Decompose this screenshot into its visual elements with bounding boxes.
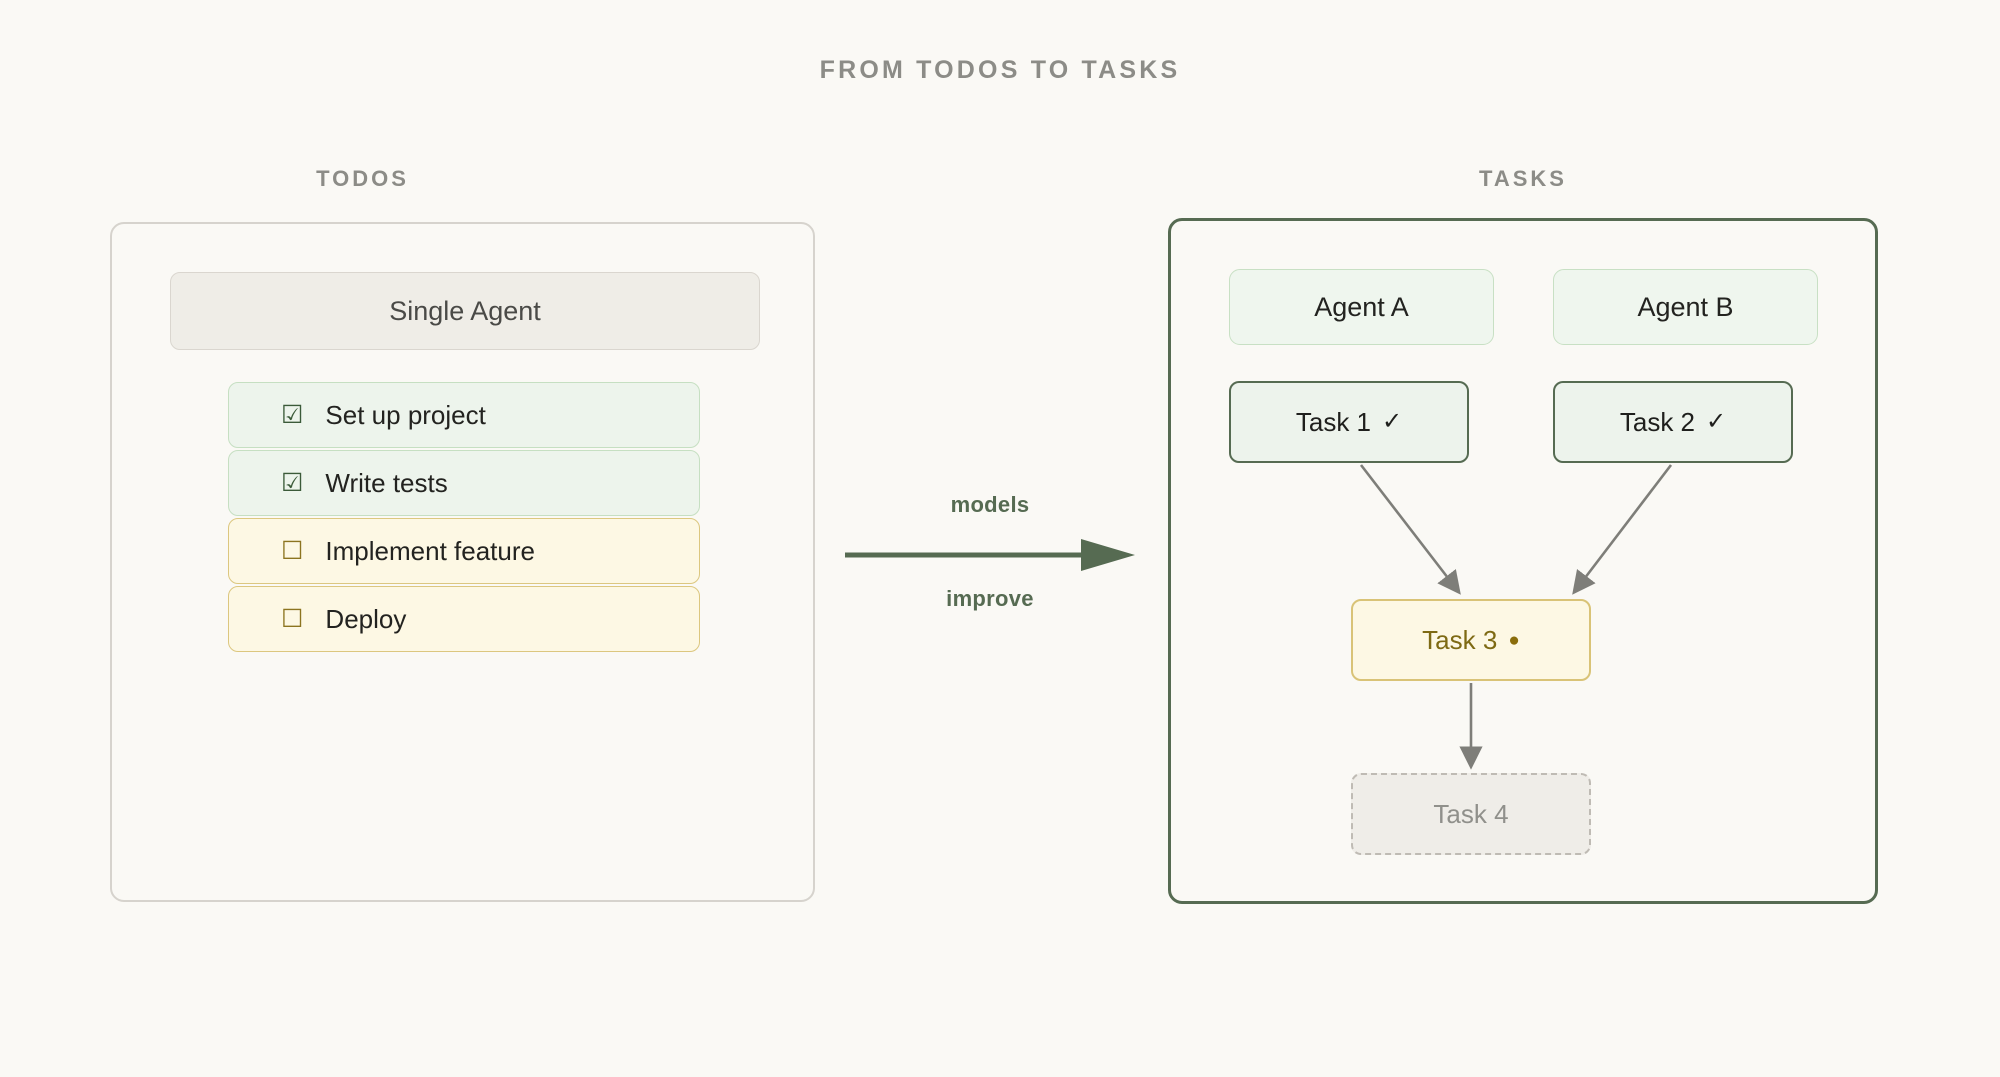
- task-label: Task 4: [1433, 798, 1509, 829]
- empty-box-icon[interactable]: ☐: [281, 536, 304, 565]
- todo-item-deploy[interactable]: ☐ Deploy: [228, 586, 700, 652]
- agent-label: Agent A: [1314, 291, 1409, 322]
- single-agent-box[interactable]: Single Agent: [170, 272, 760, 350]
- tasks-panel: Agent A Agent B Task 1 ✓ Task 2 ✓ Task 3…: [1168, 218, 1878, 904]
- task-node-3[interactable]: Task 3 ●: [1351, 599, 1591, 681]
- agent-label: Agent B: [1637, 291, 1734, 322]
- right-arrow-icon: [845, 539, 1135, 571]
- task-node-1[interactable]: Task 1 ✓: [1229, 381, 1469, 463]
- dot-icon: ●: [1508, 629, 1520, 651]
- check-icon: ✓: [1382, 408, 1403, 435]
- agent-box-b[interactable]: Agent B: [1553, 269, 1818, 345]
- checked-box-icon[interactable]: ☑: [281, 468, 304, 497]
- single-agent-label: Single Agent: [389, 295, 541, 326]
- task-label: Task 1: [1295, 406, 1372, 437]
- check-icon: ✓: [1706, 408, 1727, 435]
- todo-item-label: Deploy: [325, 603, 407, 634]
- todo-item-set-up-project[interactable]: ☑ Set up project: [228, 382, 700, 448]
- task-label: Task 3: [1422, 624, 1498, 655]
- page-title: FROM TODOS TO TASKS: [819, 56, 1181, 84]
- todo-item-label: Set up project: [325, 399, 486, 430]
- task-node-4[interactable]: Task 4: [1351, 773, 1591, 855]
- transition-label-models: models: [950, 492, 1030, 517]
- todos-column-header: TODOS: [316, 166, 409, 191]
- task-node-2[interactable]: Task 2 ✓: [1553, 381, 1793, 463]
- transition-label-improve: improve: [946, 586, 1034, 611]
- todo-item-label: Implement feature: [325, 535, 535, 566]
- empty-box-icon[interactable]: ☐: [281, 604, 304, 633]
- todo-item-implement-feature[interactable]: ☐ Implement feature: [228, 518, 700, 584]
- todo-item-label: Write tests: [325, 467, 448, 498]
- transition-group: models improve: [845, 492, 1135, 630]
- todos-panel: Single Agent ☑ Set up project ☑ Write te…: [110, 222, 815, 902]
- tasks-column-header: TASKS: [1479, 166, 1567, 191]
- checked-box-icon[interactable]: ☑: [281, 400, 304, 429]
- todo-item-write-tests[interactable]: ☑ Write tests: [228, 450, 700, 516]
- task-label: Task 2: [1619, 406, 1696, 437]
- agent-box-a[interactable]: Agent A: [1229, 269, 1494, 345]
